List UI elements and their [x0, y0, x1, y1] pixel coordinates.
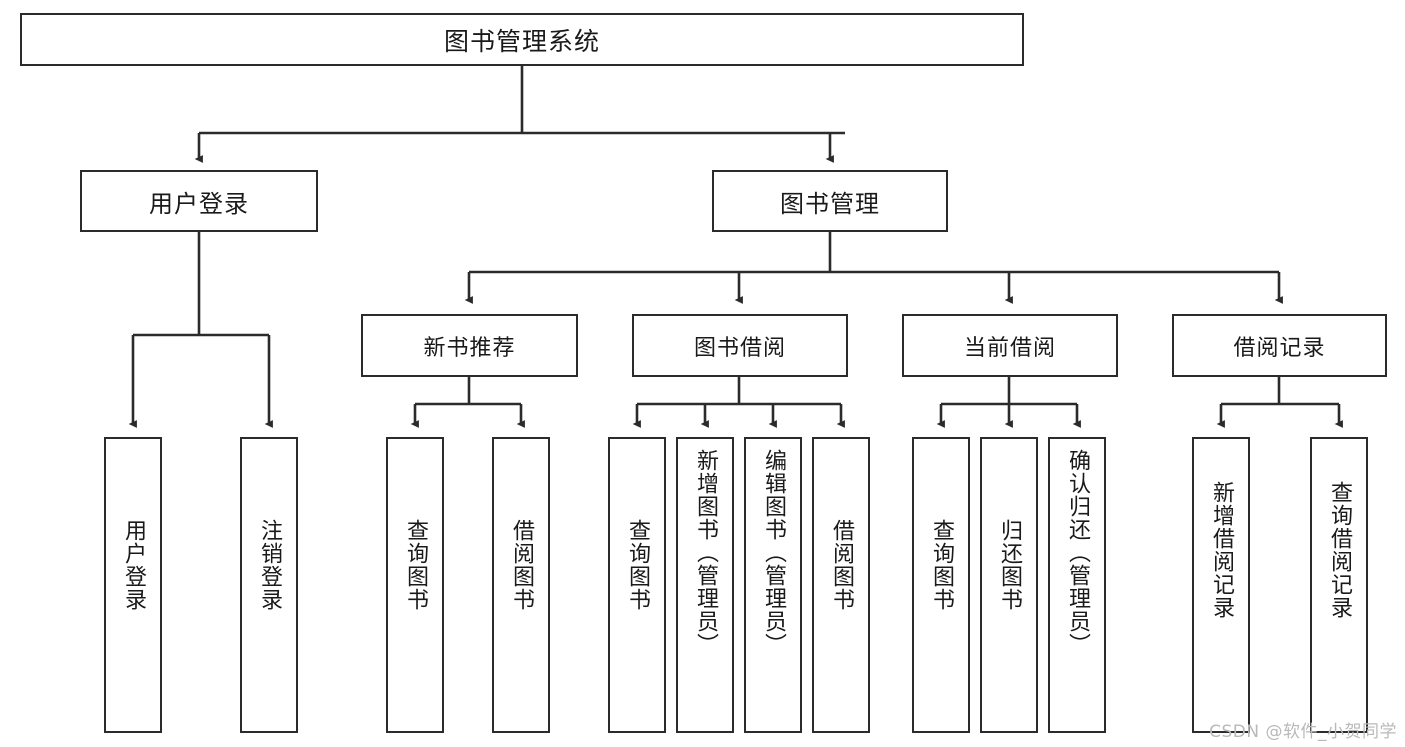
node-leaf-return-book-label: 归还图书 — [996, 519, 1022, 611]
node-current-borrow-label: 当前借阅 — [963, 335, 1056, 361]
node-book-manage-label: 图书管理 — [780, 189, 880, 218]
node-leaf-edit-book[interactable]: 编辑图书（管理员） — [744, 437, 802, 733]
node-leaf-query-record-label: 查询借阅记录 — [1326, 481, 1352, 619]
node-leaf-logout-login[interactable]: 注销登录 — [240, 437, 298, 733]
node-leaf-confirm-return[interactable]: 确认归还（管理员） — [1048, 437, 1106, 733]
node-leaf-borrow-book-2-label: 借阅图书 — [828, 519, 854, 611]
node-leaf-logout-login-label: 注销登录 — [256, 519, 282, 611]
node-borrow-record-label: 借阅记录 — [1233, 335, 1326, 361]
node-user-login-label: 用户登录 — [149, 189, 249, 218]
node-leaf-query-book-1-label: 查询图书 — [402, 519, 428, 611]
node-leaf-borrow-book-1-label: 借阅图书 — [508, 519, 534, 611]
node-leaf-query-book-3-label: 查询图书 — [928, 519, 954, 611]
node-root-label: 图书管理系统 — [443, 26, 600, 56]
node-leaf-query-record[interactable]: 查询借阅记录 — [1310, 437, 1368, 733]
node-leaf-add-book[interactable]: 新增图书（管理员） — [676, 437, 734, 733]
node-leaf-return-book[interactable]: 归还图书 — [980, 437, 1038, 733]
node-new-book-recommend-label: 新书推荐 — [423, 335, 516, 361]
node-leaf-borrow-book-1[interactable]: 借阅图书 — [492, 437, 550, 733]
node-new-book-recommend[interactable]: 新书推荐 — [361, 314, 578, 377]
node-book-borrow-label: 图书借阅 — [693, 335, 786, 361]
node-leaf-add-record-label: 新增借阅记录 — [1208, 481, 1234, 619]
node-root[interactable]: 图书管理系统 — [20, 13, 1024, 66]
node-leaf-edit-book-label: 编辑图书（管理员） — [760, 449, 786, 656]
node-current-borrow[interactable]: 当前借阅 — [902, 314, 1118, 377]
node-leaf-borrow-book-2[interactable]: 借阅图书 — [812, 437, 870, 733]
node-leaf-add-book-label: 新增图书（管理员） — [692, 449, 718, 656]
watermark-text: CSDN @软件_小贺同学 — [1209, 722, 1397, 742]
node-book-borrow[interactable]: 图书借阅 — [632, 314, 848, 377]
node-leaf-query-book-1[interactable]: 查询图书 — [386, 437, 444, 733]
node-borrow-record[interactable]: 借阅记录 — [1172, 314, 1387, 377]
node-leaf-confirm-return-label: 确认归还（管理员） — [1064, 449, 1090, 656]
node-leaf-query-book-2[interactable]: 查询图书 — [608, 437, 666, 733]
node-user-login[interactable]: 用户登录 — [80, 170, 318, 232]
node-leaf-user-login-label: 用户登录 — [120, 519, 146, 611]
node-book-manage[interactable]: 图书管理 — [712, 170, 948, 232]
node-leaf-add-record[interactable]: 新增借阅记录 — [1192, 437, 1250, 733]
node-leaf-query-book-3[interactable]: 查询图书 — [912, 437, 970, 733]
node-leaf-query-book-2-label: 查询图书 — [624, 519, 650, 611]
node-leaf-user-login[interactable]: 用户登录 — [104, 437, 162, 733]
